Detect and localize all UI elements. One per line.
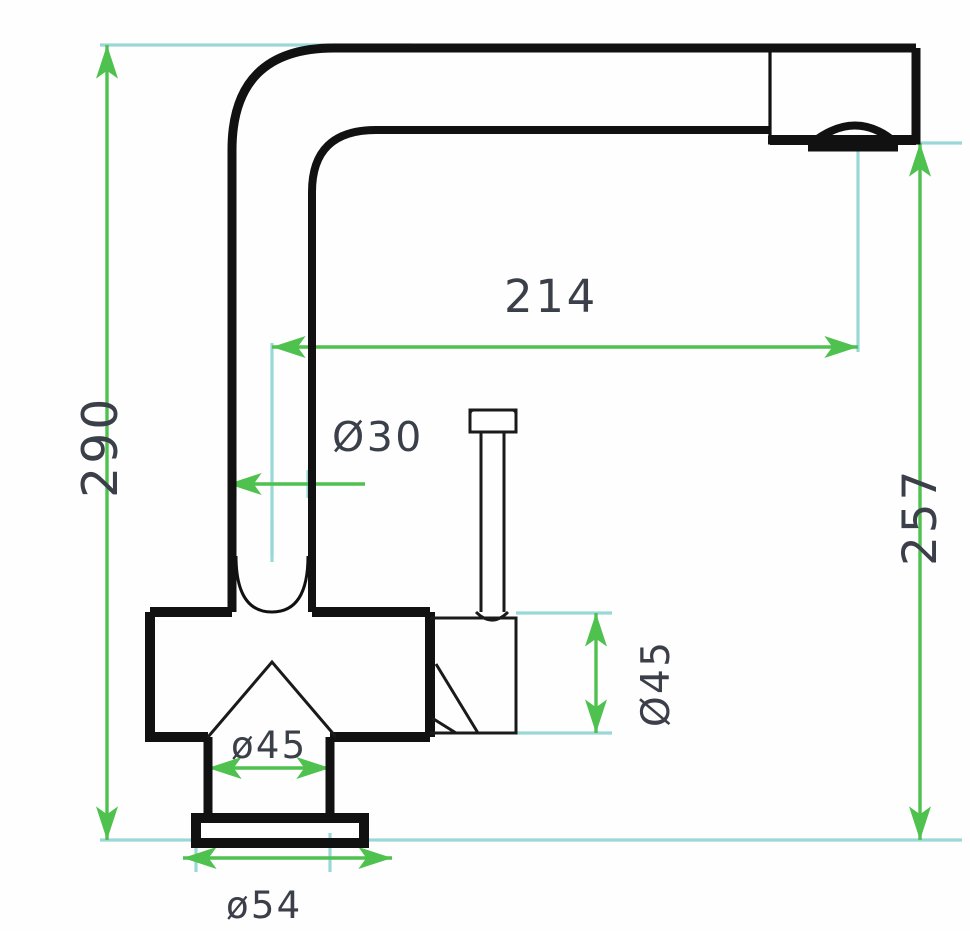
handle-base-seat (474, 610, 510, 622)
dimension-label-body-depth: Ø45 (634, 639, 679, 727)
dimension-label-overall-height: 290 (72, 395, 129, 498)
faucet-outline (145, 43, 921, 848)
handle-stem (479, 432, 506, 612)
dimension-label-spout-height: 257 (893, 467, 948, 566)
right-body-chamfer-arc (431, 716, 457, 735)
body-chamfer (206, 659, 338, 738)
body-outline (145, 607, 435, 742)
spout-inner-curve (308, 126, 770, 612)
handle-grip-body (468, 408, 518, 434)
base-flange (191, 813, 369, 848)
right-body-chamfer (434, 663, 480, 734)
dimension-label-spout-tube-diameter: Ø30 (332, 413, 424, 461)
dimension-lines (95, 44, 932, 870)
spray-nozzle-arc (809, 121, 899, 147)
dimension-label-column-diameter: ø45 (231, 724, 308, 767)
spout-column-cap (234, 555, 310, 614)
handle-grip (468, 408, 518, 434)
spout-outer-curve (227, 43, 916, 612)
dimension-label-spout-reach: 214 (504, 270, 598, 323)
faucet-detail-lines (206, 408, 518, 738)
handle-grip-shaft (468, 410, 518, 432)
shank-column (203, 737, 335, 818)
dimension-label-base-diameter: ø54 (226, 884, 303, 927)
